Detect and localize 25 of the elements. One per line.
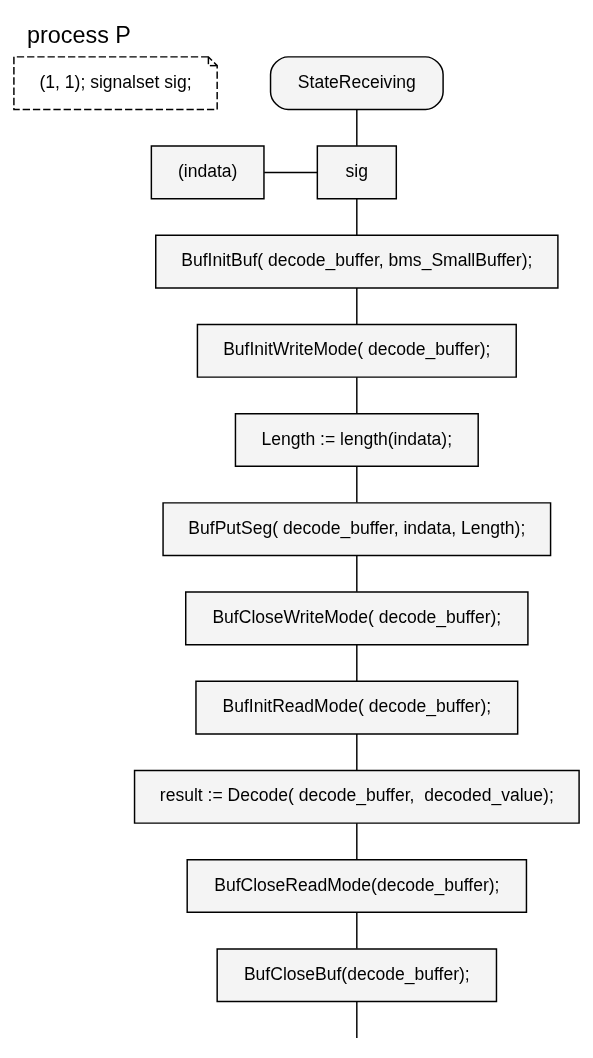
- node-box: result := Decode( decode_buffer, decoded_value);: [133, 769, 580, 824]
- connector: [356, 465, 358, 504]
- node-box: BufCloseBuf(decode_buffer);: [216, 948, 498, 1003]
- connector: [356, 733, 358, 771]
- node-box: (indata): [150, 145, 265, 200]
- node-box: BufCloseWriteMode( decode_buffer);: [185, 591, 529, 646]
- node-box: BufCloseReadMode(decode_buffer);: [186, 858, 528, 914]
- connector: [356, 911, 358, 950]
- connector: [356, 1000, 358, 1039]
- connector: [356, 287, 358, 325]
- node-box: BufInitBuf( decode_buffer, bms_SmallBuffer);: [155, 234, 559, 289]
- diagram-title: process P: [27, 22, 131, 49]
- connector: [356, 376, 358, 415]
- node-box: BufInitWriteMode( decode_buffer);: [196, 323, 517, 378]
- node-box: BufInitReadMode( decode_buffer);: [195, 680, 519, 735]
- node-box: BufPutSeg( decode_buffer, indata, Length);: [162, 502, 552, 557]
- node-box: StateReceiving: [269, 56, 444, 111]
- node-box: sig: [316, 145, 398, 200]
- connector: [356, 198, 358, 236]
- node-box: Length := length(indata);: [234, 412, 479, 468]
- connector: [356, 644, 358, 682]
- connector: [356, 822, 358, 861]
- connector: [356, 108, 358, 147]
- connector: [263, 171, 318, 174]
- connector: [356, 554, 358, 593]
